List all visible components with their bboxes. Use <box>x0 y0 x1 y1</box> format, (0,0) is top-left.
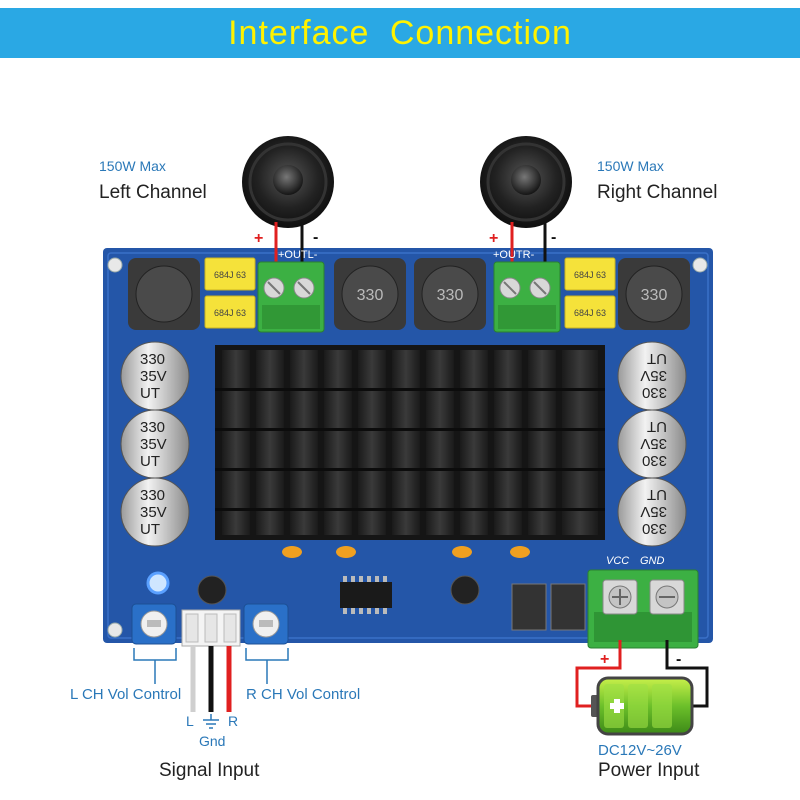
left-speaker <box>242 136 334 228</box>
diode <box>511 583 547 631</box>
vcc-silkscreen: VCC <box>606 555 629 567</box>
right-volume-potentiometer[interactable] <box>243 603 289 645</box>
electrolytic-capacitor: 330 35V UT <box>120 477 190 547</box>
left-output-terminal[interactable] <box>257 261 325 333</box>
power-plus-sign: + <box>600 651 609 668</box>
svg-text:330: 330 <box>140 419 165 436</box>
left-vol-control-label: L CH Vol Control <box>70 686 182 703</box>
ground-icon <box>203 714 219 729</box>
inductor-value: 330 <box>357 287 384 304</box>
svg-text:35V: 35V <box>140 368 167 385</box>
svg-text:330: 330 <box>642 452 667 469</box>
left-plus-sign: + <box>254 230 263 247</box>
inductor: 330 <box>618 258 690 330</box>
electrolytic-capacitor: 330 35V UT <box>617 477 687 547</box>
heatsink <box>215 345 605 540</box>
page-title: Interface Connection <box>228 13 572 52</box>
inductor-value: 330 <box>641 287 668 304</box>
svg-text:330: 330 <box>642 520 667 537</box>
svg-text:UT: UT <box>647 350 667 367</box>
power-positive-wire <box>575 640 622 708</box>
title-banner: Interface Connection <box>0 8 800 58</box>
signal-input-label: Signal Input <box>159 760 260 781</box>
inductor <box>128 258 200 330</box>
svg-text:330: 330 <box>140 487 165 504</box>
right-channel-label: Right Channel <box>597 182 718 203</box>
svg-text:684J 63: 684J 63 <box>574 308 606 318</box>
svg-text:684J 63: 684J 63 <box>214 308 246 318</box>
mount-hole <box>107 622 123 638</box>
right-plus-sign: + <box>489 230 498 247</box>
left-output-silkscreen: +OUTL- <box>278 249 318 261</box>
svg-text:330: 330 <box>140 351 165 368</box>
power-negative-wire <box>665 640 709 708</box>
right-speaker <box>480 136 572 228</box>
svg-text:35V: 35V <box>640 367 667 384</box>
inductor-value: 330 <box>437 287 464 304</box>
svg-text:UT: UT <box>140 521 160 538</box>
svg-text:35V: 35V <box>640 435 667 452</box>
svg-text:684J 63: 684J 63 <box>574 270 606 280</box>
right-max-power: 150W Max <box>597 158 664 174</box>
signal-l-label: L <box>186 713 194 729</box>
film-capacitor: 684J 63 <box>564 295 616 329</box>
electrolytic-capacitor: 330 35V UT <box>617 409 687 479</box>
mount-hole <box>107 257 123 273</box>
film-capacitor: 684J 63 <box>204 257 256 291</box>
film-capacitor: 684J 63 <box>204 295 256 329</box>
right-output-terminal[interactable] <box>493 261 561 333</box>
left-channel-label: Left Channel <box>99 182 207 203</box>
smd-part <box>510 546 530 558</box>
electrolytic-capacitor: 330 35V UT <box>120 341 190 411</box>
svg-text:330: 330 <box>642 384 667 401</box>
battery-icon <box>591 676 694 736</box>
mount-hole <box>692 257 708 273</box>
right-output-silkscreen: +OUTR- <box>493 249 535 261</box>
svg-text:UT: UT <box>140 453 160 470</box>
signal-r-label: R <box>228 713 238 729</box>
signal-gnd-label: Gnd <box>199 733 225 749</box>
ic-chip <box>340 576 392 614</box>
svg-text:35V: 35V <box>640 503 667 520</box>
svg-text:684J 63: 684J 63 <box>214 270 246 280</box>
inductor: 330 <box>414 258 486 330</box>
right-vol-bracket <box>245 648 289 661</box>
right-vol-control-label: R CH Vol Control <box>246 686 361 703</box>
svg-text:UT: UT <box>647 418 667 435</box>
signal-input-connector[interactable] <box>181 609 241 647</box>
right-minus-sign: - <box>551 229 556 246</box>
gnd-silkscreen: GND <box>640 555 665 567</box>
left-max-power: 150W Max <box>99 158 166 174</box>
left-volume-potentiometer[interactable] <box>131 603 177 645</box>
svg-text:35V: 35V <box>140 436 167 453</box>
power-input-terminal[interactable] <box>587 569 699 649</box>
small-capacitor <box>450 575 480 605</box>
diode <box>550 583 586 631</box>
power-led <box>146 571 170 595</box>
smd-part <box>336 546 356 558</box>
power-input-label: Power Input <box>598 760 700 781</box>
left-vol-bracket <box>133 648 177 661</box>
smd-part <box>452 546 472 558</box>
left-minus-sign: - <box>313 229 318 246</box>
small-capacitor <box>197 575 227 605</box>
film-capacitor: 684J 63 <box>564 257 616 291</box>
smd-part <box>282 546 302 558</box>
svg-text:35V: 35V <box>140 504 167 521</box>
svg-text:UT: UT <box>647 486 667 503</box>
inductor: 330 <box>334 258 406 330</box>
power-voltage-label: DC12V~26V <box>598 742 682 759</box>
svg-text:UT: UT <box>140 385 160 402</box>
electrolytic-capacitor: 330 35V UT <box>120 409 190 479</box>
power-minus-sign: - <box>676 651 681 668</box>
electrolytic-capacitor: 330 35V UT <box>617 341 687 411</box>
